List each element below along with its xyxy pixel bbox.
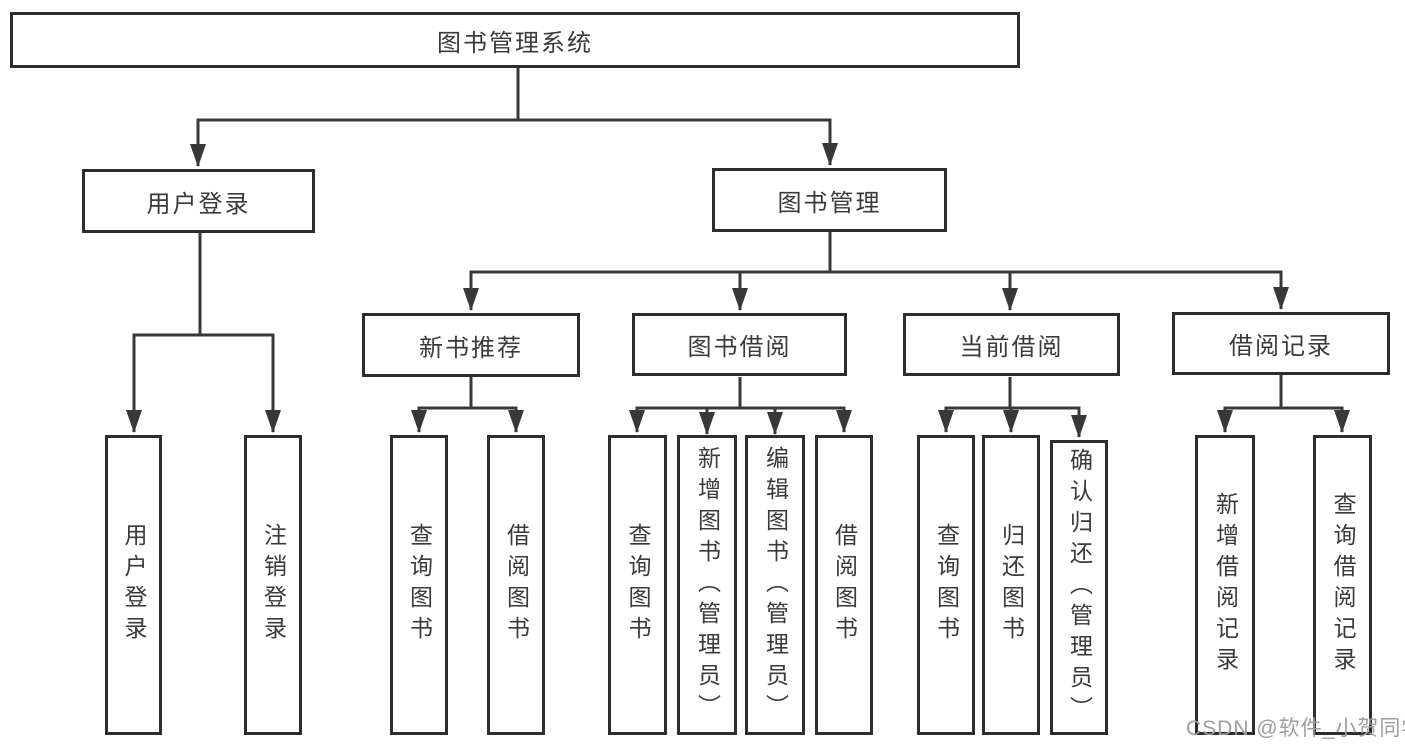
leaf-user-login: 用户登录 bbox=[105, 435, 162, 735]
csdn-watermark: CSDN @软件_小贺同学 bbox=[1186, 717, 1405, 740]
node-label: 图书管理 bbox=[777, 189, 882, 217]
leaf-query-books-recommend: 查询图书 bbox=[390, 435, 448, 735]
node-label: 借阅记录 bbox=[1229, 333, 1333, 360]
leaf-borrow-books: 借阅图书 bbox=[815, 435, 873, 735]
leaf-label: 借阅图书 bbox=[503, 523, 530, 647]
node-label: 新书推荐 bbox=[419, 334, 523, 362]
node-label: 用户登录 bbox=[146, 190, 251, 218]
leaf-label: 查询图书 bbox=[625, 523, 651, 647]
node-borrow-records: 借阅记录 bbox=[1172, 312, 1390, 375]
leaf-query-books-borrow: 查询图书 bbox=[608, 435, 667, 735]
leaf-label: 用户登录 bbox=[121, 523, 147, 647]
leaf-query-borrow-record: 查询借阅记录 bbox=[1313, 435, 1372, 735]
leaf-edit-books-admin: 编辑图书（管理员） bbox=[745, 435, 805, 735]
leaf-label: 归还图书 bbox=[998, 523, 1025, 647]
leaf-label: 新增借阅记录 bbox=[1212, 492, 1239, 678]
leaf-label: 编辑图书（管理员） bbox=[762, 445, 789, 725]
leaf-label: 新增图书（管理员） bbox=[694, 445, 721, 725]
node-label: 当前借阅 bbox=[959, 334, 1064, 361]
node-new-book-recommend: 新书推荐 bbox=[362, 313, 580, 377]
leaf-label: 查询图书 bbox=[406, 523, 433, 647]
node-book-borrow: 图书借阅 bbox=[632, 313, 847, 376]
node-label: 图书借阅 bbox=[687, 334, 792, 361]
leaf-label: 确认归还（管理员） bbox=[1066, 448, 1093, 727]
node-root: 图书管理系统 bbox=[10, 12, 1020, 68]
node-current-borrow: 当前借阅 bbox=[903, 313, 1120, 376]
leaf-borrow-books-recommend: 借阅图书 bbox=[487, 435, 545, 735]
leaf-return-books: 归还图书 bbox=[982, 435, 1040, 735]
leaf-add-borrow-record: 新增借阅记录 bbox=[1195, 435, 1255, 735]
leaf-query-books-current: 查询图书 bbox=[917, 435, 975, 735]
leaf-label: 借阅图书 bbox=[831, 523, 858, 647]
node-book-management: 图书管理 bbox=[712, 168, 947, 232]
node-user-login-group: 用户登录 bbox=[82, 169, 315, 233]
leaf-label: 查询图书 bbox=[933, 523, 960, 647]
node-root-label: 图书管理系统 bbox=[437, 29, 593, 57]
leaf-confirm-return-admin: 确认归还（管理员） bbox=[1050, 440, 1108, 735]
leaf-label: 查询借阅记录 bbox=[1330, 492, 1356, 678]
leaf-label: 注销登录 bbox=[260, 523, 287, 647]
leaf-logout: 注销登录 bbox=[244, 435, 302, 735]
leaf-add-books-admin: 新增图书（管理员） bbox=[677, 435, 737, 735]
